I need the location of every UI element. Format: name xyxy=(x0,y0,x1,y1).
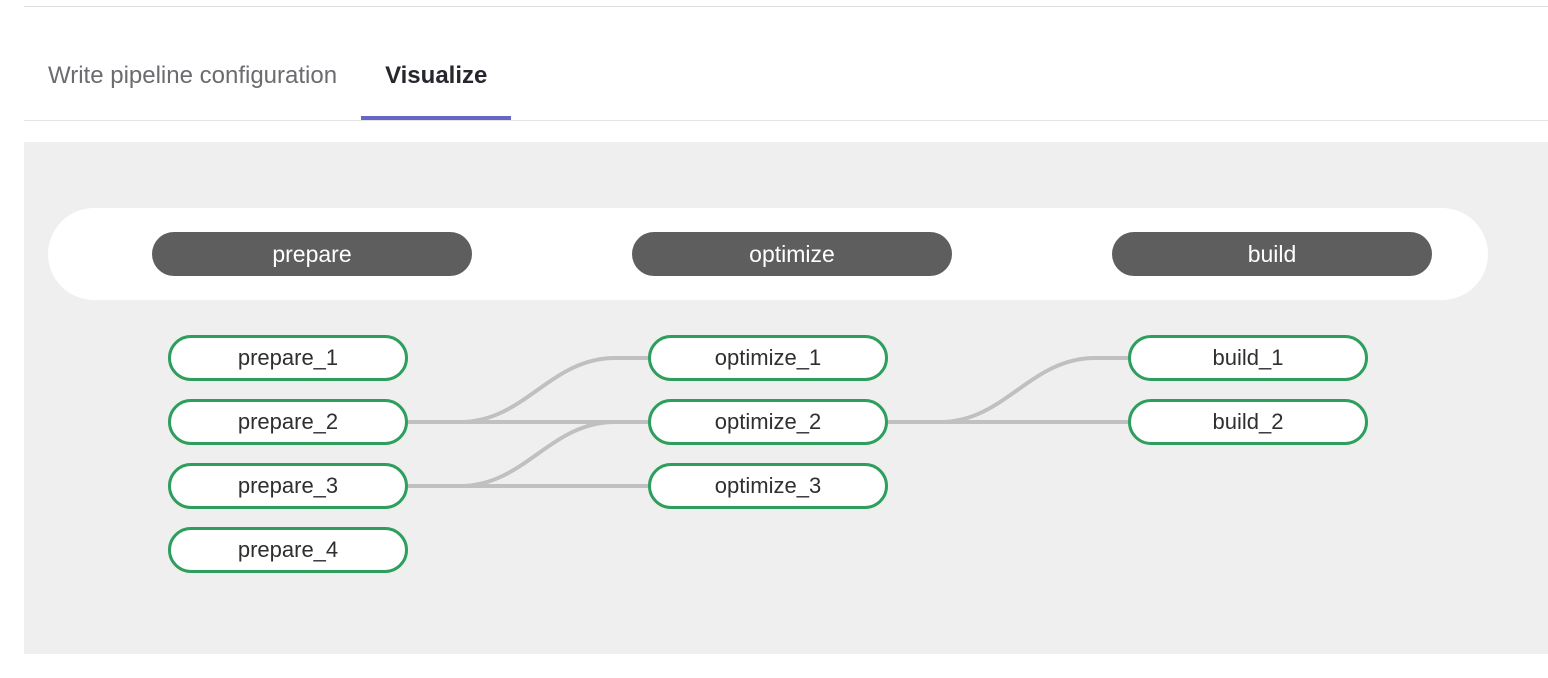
stage-pill-prepare: prepare xyxy=(152,232,472,276)
job-pill-prepare_3[interactable]: prepare_3 xyxy=(168,463,408,509)
stage-header: prepare optimize build xyxy=(48,208,1488,300)
link-prepare_3-to-optimize_2 xyxy=(408,420,648,488)
stage-pill-optimize: optimize xyxy=(632,232,952,276)
dependency-links xyxy=(408,356,1128,488)
job-pill-build_2[interactable]: build_2 xyxy=(1128,399,1368,445)
job-pill-prepare_1[interactable]: prepare_1 xyxy=(168,335,408,381)
job-pill-optimize_1[interactable]: optimize_1 xyxy=(648,335,888,381)
job-pill-build_1[interactable]: build_1 xyxy=(1128,335,1368,381)
job-pill-prepare_2[interactable]: prepare_2 xyxy=(168,399,408,445)
stage-pill-build: build xyxy=(1112,232,1432,276)
job-pill-optimize_3[interactable]: optimize_3 xyxy=(648,463,888,509)
job-pill-prepare_4[interactable]: prepare_4 xyxy=(168,527,408,573)
tab-bar: Write pipeline configuration Visualize xyxy=(24,0,1548,121)
tab-write-pipeline-configuration[interactable]: Write pipeline configuration xyxy=(48,62,338,89)
job-pill-optimize_2[interactable]: optimize_2 xyxy=(648,399,888,445)
top-divider xyxy=(24,6,1548,7)
link-optimize_2-to-build_1 xyxy=(888,356,1128,424)
tab-visualize[interactable]: Visualize xyxy=(361,62,512,120)
link-prepare_2-to-optimize_1 xyxy=(408,356,648,424)
